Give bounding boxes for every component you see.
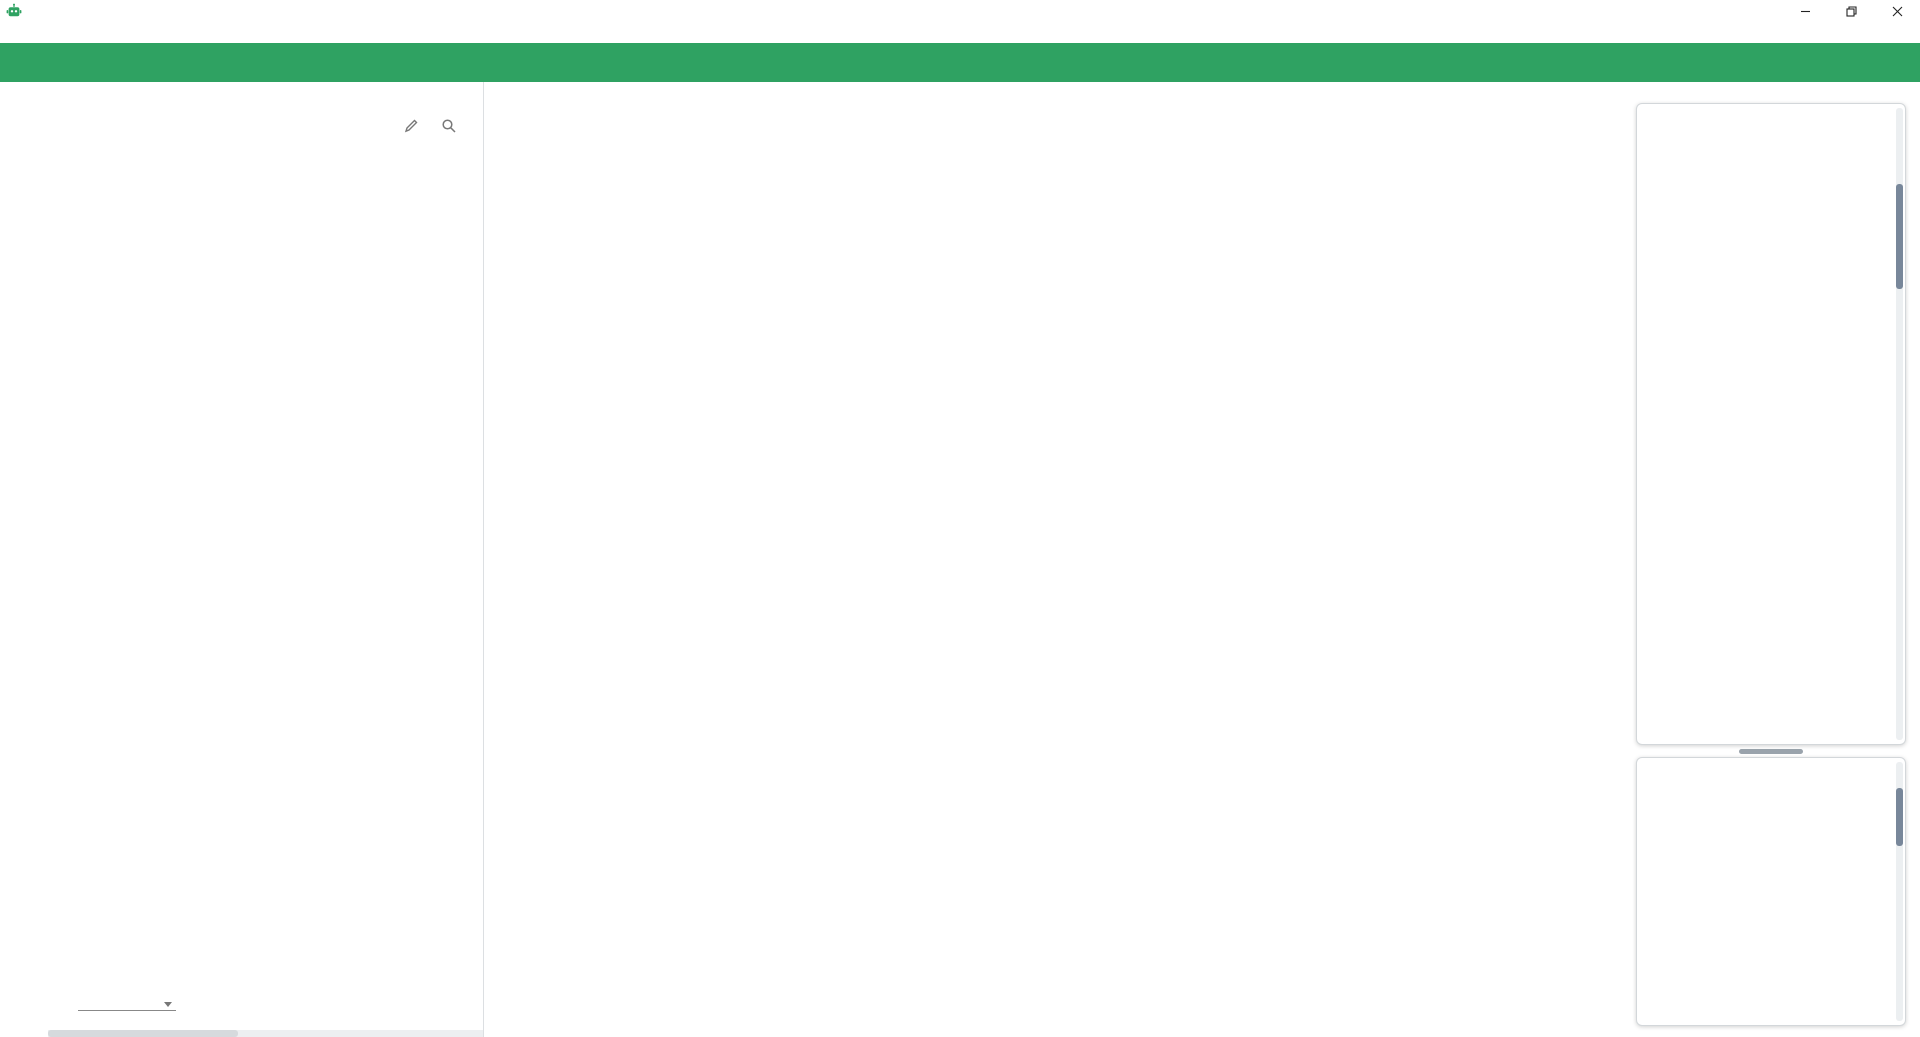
widgets-panel	[1636, 757, 1906, 1026]
order-by	[70, 1002, 176, 1011]
main-area	[0, 82, 1920, 1037]
tasks-title	[1637, 104, 1905, 116]
chevron-down-icon	[164, 1002, 172, 1007]
toolbar	[0, 43, 1920, 82]
process-canvas[interactable]	[490, 82, 1630, 1037]
summary-panel	[48, 82, 484, 1037]
title-bar	[0, 0, 1920, 22]
menu-bar	[0, 22, 1920, 43]
close-button[interactable]	[1874, 0, 1920, 22]
panel-splitter[interactable]	[1636, 745, 1906, 757]
left-icon-rail	[0, 82, 48, 1037]
edit-pencil-icon[interactable]	[403, 118, 419, 134]
search-icon[interactable]	[441, 118, 457, 134]
widgets-scrollbar[interactable]	[1896, 762, 1903, 1021]
tasks-panel	[1636, 103, 1906, 745]
widgets-title	[1637, 758, 1905, 770]
order-by-select[interactable]	[78, 1002, 176, 1011]
minimize-button[interactable]	[1782, 0, 1828, 22]
summary-header	[48, 82, 483, 134]
app-logo-icon	[6, 3, 22, 19]
tasks-scrollbar[interactable]	[1896, 108, 1903, 740]
summary-hscrollbar[interactable]	[48, 1030, 483, 1037]
window-controls	[1782, 0, 1920, 22]
tasks-scroll-thumb[interactable]	[1896, 184, 1903, 289]
right-column	[1630, 82, 1920, 1037]
restore-button[interactable]	[1828, 0, 1874, 22]
widgets-scroll-thumb[interactable]	[1896, 788, 1903, 846]
